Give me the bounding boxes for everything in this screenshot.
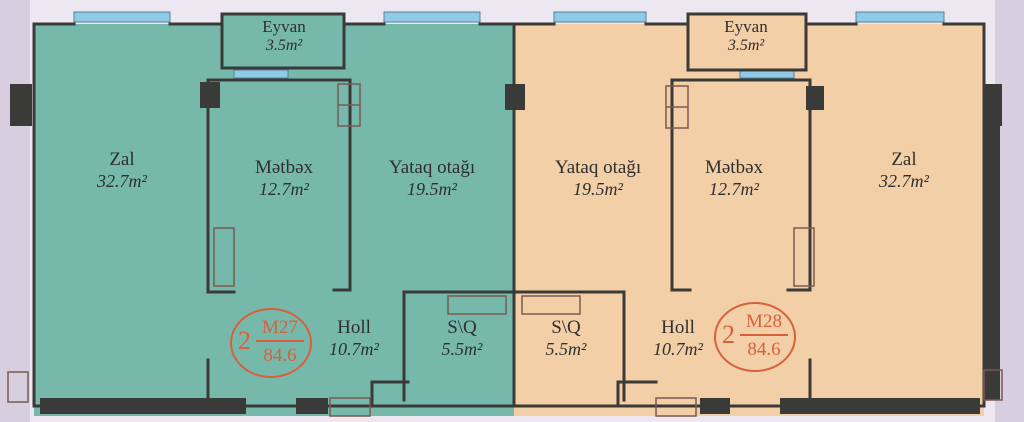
m27-apartment-code: M27 (256, 318, 304, 342)
m27-apartment-badge: 2 M27 84.6 (230, 308, 312, 378)
m28-kitchen-area: 12.7m² (709, 179, 759, 199)
m28-balcony-area: 3.5m² (727, 37, 765, 54)
m28-bedroom-area: 19.5m² (573, 179, 623, 199)
m28-kitchen-name: Mətbəx (704, 157, 764, 178)
m28-bathroom-label: S\Q 5.5m² (546, 318, 587, 358)
m27-hall-area: 32.7m² (97, 171, 147, 191)
m27-corridor-area: 10.7m² (329, 339, 379, 359)
m28-bedroom-name: Yataq otağı (554, 157, 642, 178)
m28-corridor-area: 10.7m² (653, 339, 703, 359)
m28-corridor-label: Holl 10.7m² (653, 318, 703, 358)
m27-bathroom-area: 5.5m² (441, 339, 483, 359)
m28-hall-area: 32.7m² (879, 171, 929, 191)
m27-bedroom-name: Yataq otağı (388, 157, 476, 178)
m27-balcony-area: 3.5m² (265, 37, 303, 54)
walls (32, 12, 986, 408)
m28-bedroom-label: Yataq otağı 19.5m² (555, 158, 641, 198)
m27-bedroom-label: Yataq otağı 19.5m² (389, 158, 475, 198)
m27-balcony-name: Eyvan (262, 17, 306, 36)
m27-bathroom-label: S\Q 5.5m² (442, 318, 483, 358)
left-exterior (0, 0, 30, 422)
m27-kitchen-label: Mətbəx 12.7m² (255, 158, 313, 198)
m27-hall-name: Zal (109, 149, 135, 170)
m27-hall-label: Zal 32.7m² (97, 150, 147, 190)
m28-balcony-name: Eyvan (724, 17, 768, 36)
m27-total-area: 84.6 (263, 345, 297, 366)
m27-room-count: 2 (238, 326, 251, 355)
thick-walls (10, 82, 1002, 414)
m28-apartment-badge: 2 M28 84.6 (714, 302, 796, 372)
m27-corridor-label: Holl 10.7m² (329, 318, 379, 358)
m28-hall-label: Zal 32.7m² (879, 150, 929, 190)
m28-bathroom-area: 5.5m² (545, 339, 587, 359)
m28-apartment-code: M28 (740, 312, 788, 336)
m28-room-count: 2 (722, 320, 735, 349)
fixtures (7, 83, 1003, 417)
m27-kitchen-name: Mətbəx (254, 157, 314, 178)
m28-hall-name: Zal (891, 149, 917, 170)
m28-corridor-name: Holl (661, 317, 695, 338)
m27-bedroom-area: 19.5m² (407, 179, 457, 199)
m27-balcony-label: Eyvan 3.5m² (262, 18, 305, 54)
m28-kitchen-label: Mətbəx 12.7m² (705, 158, 763, 198)
m27-bathroom-name: S\Q (447, 317, 477, 338)
m27-kitchen-area: 12.7m² (259, 179, 309, 199)
m28-total-area: 84.6 (747, 339, 781, 360)
m28-bathroom-name: S\Q (551, 317, 581, 338)
m27-corridor-name: Holl (337, 317, 371, 338)
m28-balcony-label: Eyvan 3.5m² (724, 18, 767, 54)
